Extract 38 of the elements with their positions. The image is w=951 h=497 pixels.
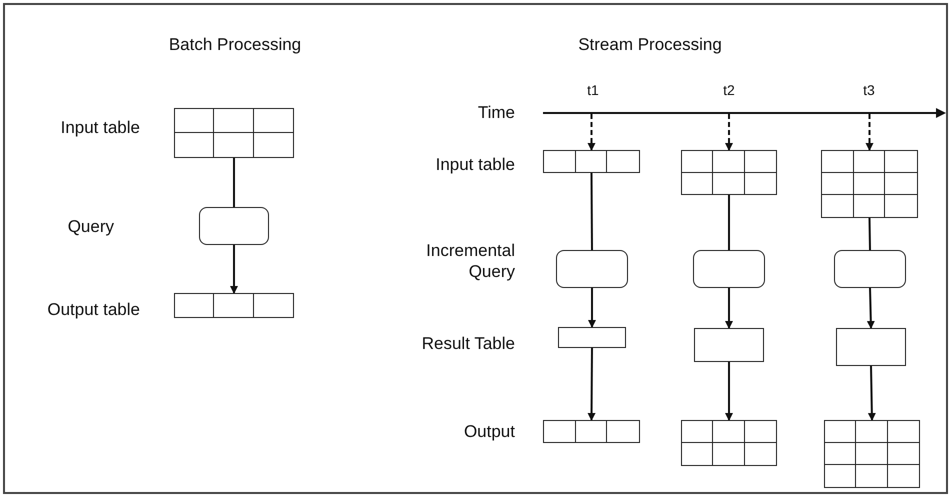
table-grid (543, 150, 640, 173)
time-tick-label: t3 (862, 82, 876, 100)
arrow (868, 366, 876, 421)
result-box (836, 328, 906, 366)
table-grid (681, 150, 777, 195)
row-label: Input table (434, 154, 515, 176)
result-box (558, 327, 626, 348)
query-box (693, 250, 765, 288)
table-grid (821, 150, 918, 218)
row-label: Incremental Query (425, 240, 515, 282)
arrow (725, 288, 733, 329)
arrow (866, 114, 874, 151)
result-box (694, 328, 764, 362)
row-label: Time (476, 102, 515, 124)
panel-title: Batch Processing (168, 34, 302, 56)
arrow (588, 348, 596, 421)
arrow (230, 245, 238, 294)
arrow (588, 114, 596, 151)
query-box (556, 250, 628, 288)
table-grid (543, 420, 640, 443)
row-label: Query (66, 216, 114, 238)
table-grid (824, 420, 920, 488)
arrow (588, 288, 596, 328)
table-grid (681, 420, 777, 466)
time-tick-label: t2 (722, 82, 736, 100)
row-label: Input table (60, 117, 140, 138)
row-label: Result Table (420, 333, 515, 354)
row-label: Output table (46, 299, 140, 320)
table-grid (174, 108, 294, 158)
query-box (834, 250, 906, 288)
table-grid (174, 293, 294, 318)
panel-title: Stream Processing (577, 34, 723, 56)
arrow (866, 288, 875, 329)
row-label: Output (462, 421, 515, 442)
arrow (725, 362, 733, 421)
time-tick-label: t1 (586, 82, 600, 100)
arrow (725, 114, 733, 151)
query-box (199, 207, 269, 245)
